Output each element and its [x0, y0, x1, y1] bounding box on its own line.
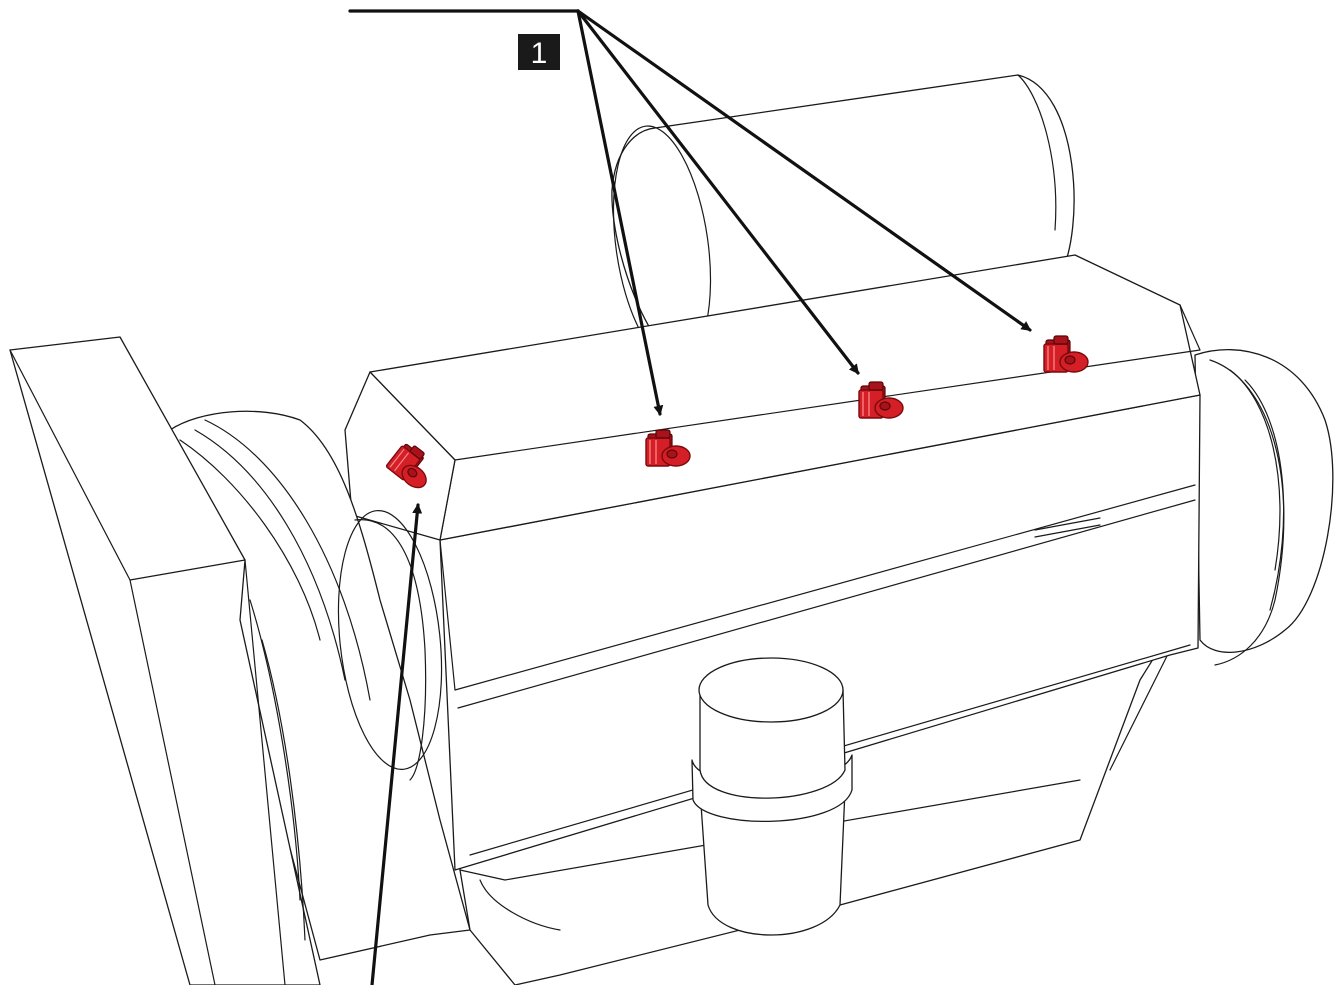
callout-leaders	[348, 9, 1032, 985]
radiator	[9, 336, 321, 985]
oil-filter	[691, 657, 853, 936]
left-pulley	[169, 410, 471, 961]
callout-label: 1	[531, 37, 548, 70]
callout-box	[518, 34, 560, 70]
right-pulley	[1194, 349, 1334, 666]
callout-1: 1	[518, 34, 560, 70]
